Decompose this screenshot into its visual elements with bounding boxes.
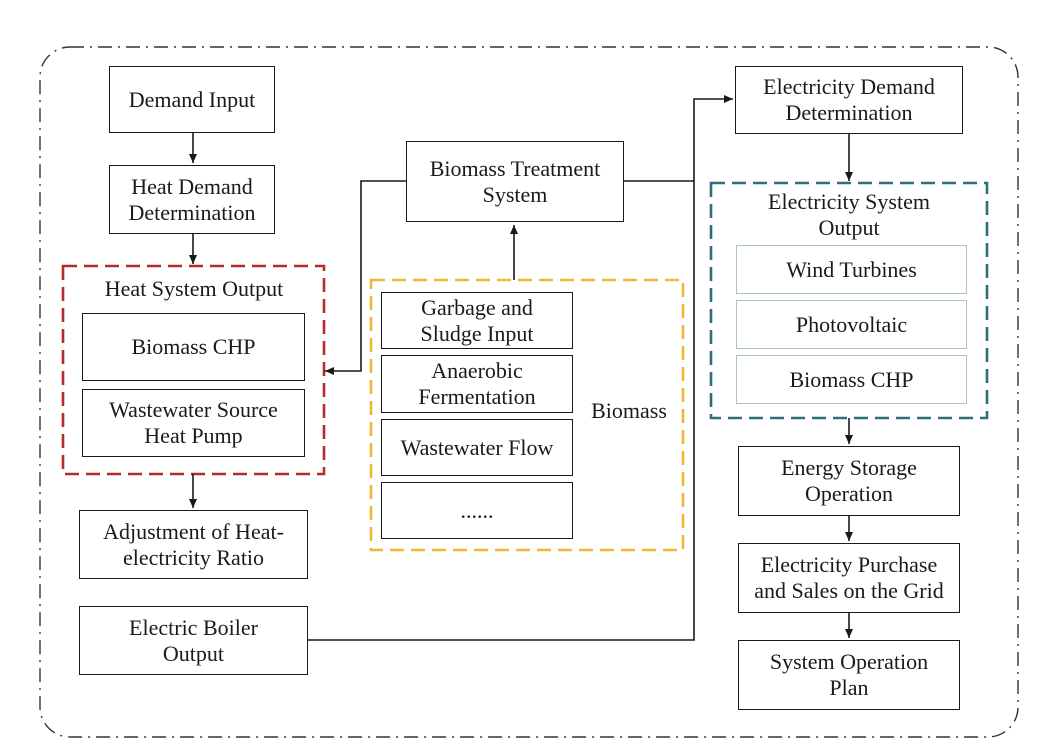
adjustment-box: Adjustment of Heat- electricity Ratio bbox=[79, 510, 308, 579]
elec-biomass-chp-box: Biomass CHP bbox=[736, 355, 967, 404]
electricity-system-title: Electricity System Output bbox=[768, 189, 930, 240]
wastewater-flow-box: Wastewater Flow bbox=[381, 419, 573, 476]
anaerobic-box: Anaerobic Fermentation bbox=[381, 355, 573, 413]
biomass-group-label: Biomass bbox=[591, 398, 667, 423]
operation-plan-box: System Operation Plan bbox=[738, 640, 960, 710]
demand-input-box: Demand Input bbox=[109, 66, 275, 133]
energy-storage-box: Energy Storage Operation bbox=[738, 446, 960, 516]
wastewater-pump-box: Wastewater Source Heat Pump bbox=[82, 389, 305, 457]
arrow-boiler-to-electricity-demand bbox=[308, 95, 733, 641]
electric-boiler-box: Electric Boiler Output bbox=[79, 606, 308, 675]
biomass-treatment-box: Biomass Treatment System bbox=[406, 141, 624, 222]
heat-biomass-chp-box: Biomass CHP bbox=[82, 313, 305, 381]
arrow-treatment-to-heat-system bbox=[325, 180, 406, 375]
photovoltaic-box: Photovoltaic bbox=[736, 300, 967, 349]
electricity-demand-box: Electricity Demand Determination bbox=[735, 66, 963, 134]
ellipsis-box: ...... bbox=[381, 482, 573, 539]
heat-system-title: Heat System Output bbox=[104, 276, 284, 301]
outer-frame bbox=[39, 46, 1019, 738]
garbage-input-box: Garbage and Sludge Input bbox=[381, 292, 573, 349]
electricity-system-group-frame bbox=[709, 181, 989, 420]
biomass-group-frame bbox=[369, 278, 685, 552]
wind-turbines-box: Wind Turbines bbox=[736, 245, 967, 294]
grid-trade-box: Electricity Purchase and Sales on the Gr… bbox=[738, 543, 960, 613]
heat-demand-box: Heat Demand Determination bbox=[109, 165, 275, 234]
